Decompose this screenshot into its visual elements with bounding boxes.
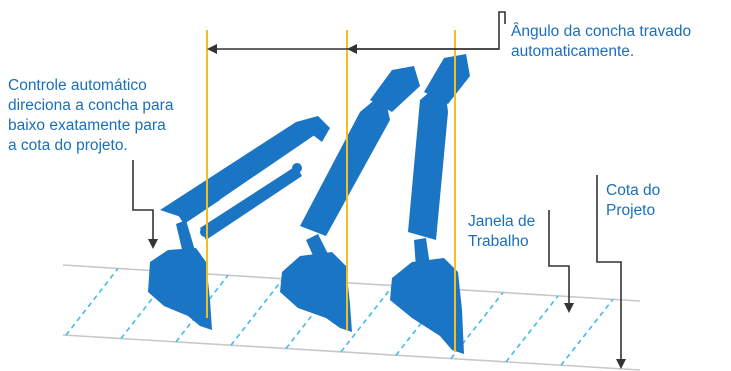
excavator-position-2 — [280, 66, 420, 332]
auto-control-arrow — [132, 160, 158, 249]
excavator-position-1 — [148, 116, 330, 330]
work-window-label-line-2: Trabalho — [468, 233, 529, 250]
work-window-label: Janela de Trabalho — [468, 212, 535, 252]
work-window-label-line-1: Janela de — [468, 213, 536, 230]
design-grade-label: Cota do Projeto — [606, 181, 660, 221]
hatch-line — [230, 278, 284, 346]
auto-control-label: Controle automático direciona a concha p… — [8, 76, 173, 156]
bucket-angle-leader — [207, 11, 506, 54]
hatch-line — [505, 295, 559, 363]
ground-line-bottom — [62, 334, 641, 371]
hatch-line — [560, 298, 614, 366]
hatch-line — [65, 267, 119, 336]
auto-control-label-line-2: direciona a concha para — [8, 97, 174, 114]
design-grade-label-line-2: Projeto — [606, 202, 656, 219]
work-window-arrow — [548, 210, 574, 313]
annotation-arrows — [132, 11, 626, 369]
design-grade-arrow — [596, 175, 626, 369]
auto-control-label-line-4: a cota do projeto. — [8, 137, 128, 154]
design-grade-label-line-1: Cota do — [606, 182, 661, 199]
auto-control-label-line-3: baixo exatamente para — [8, 117, 166, 134]
auto-control-label-line-1: Controle automático — [8, 77, 147, 94]
work-window-hatching — [65, 267, 614, 366]
bucket-angle-label-line-2: automaticamente. — [511, 43, 635, 60]
bucket-angle-label-line-1: Ângulo da concha travado — [511, 23, 692, 40]
excavator-position-3 — [390, 54, 470, 354]
bucket-angle-label: Ângulo da concha travado automaticamente… — [511, 22, 691, 62]
plumb-lines — [206, 30, 456, 352]
